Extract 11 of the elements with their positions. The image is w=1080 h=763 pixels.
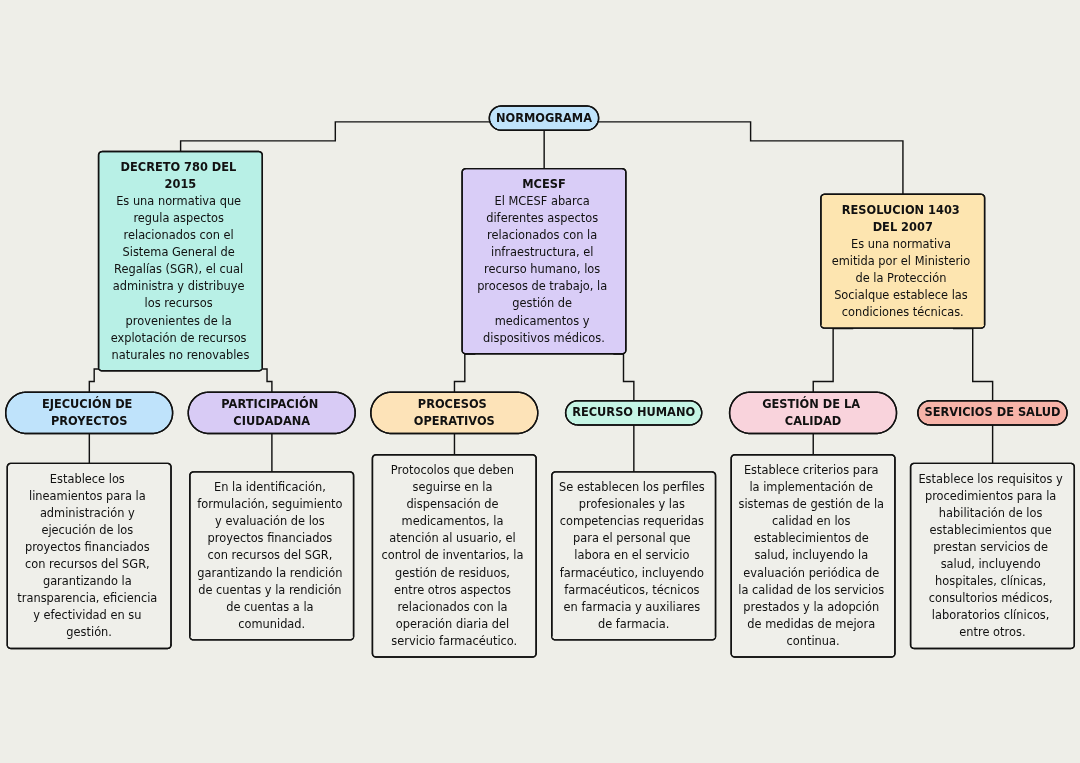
connector	[633, 424, 635, 473]
connector	[812, 433, 815, 456]
connector	[991, 424, 994, 465]
connector	[88, 433, 91, 465]
connector	[597, 121, 904, 196]
connector	[179, 121, 491, 153]
connector	[453, 433, 456, 456]
connector	[261, 368, 273, 394]
connector	[543, 129, 546, 170]
connector	[271, 433, 273, 473]
connector	[88, 368, 100, 394]
